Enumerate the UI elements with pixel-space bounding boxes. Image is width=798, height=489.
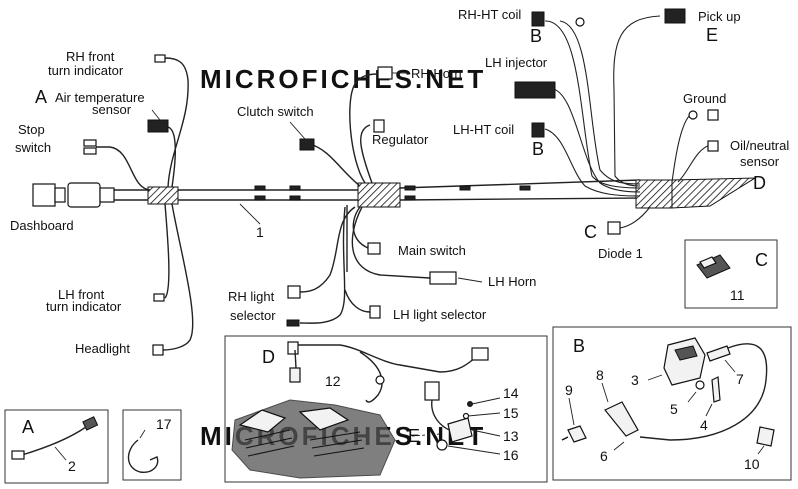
watermark-top: MICROFICHES.NET — [200, 64, 486, 94]
inset-c-part-11: 11 — [730, 287, 745, 303]
label-stop-2: switch — [15, 140, 51, 155]
diode-1-connector — [607, 221, 621, 235]
harness-labels: RH front turn indicator A Air temperatur… — [10, 7, 789, 356]
pick-up-connector — [664, 8, 686, 24]
label-rh-front-turn-1: RH front — [66, 49, 115, 64]
inset-b-part-10: 10 — [744, 456, 760, 472]
inset-b: B 3 7 8 9 5 4 6 10 — [552, 326, 792, 481]
label-rh-ht-coil: RH-HT coil — [458, 7, 521, 22]
inset-d-letter-e: E — [408, 426, 420, 446]
inset-d-part-12: 12 — [325, 373, 341, 389]
dashboard-connector — [32, 183, 56, 207]
letter-c-main: C — [584, 222, 597, 242]
label-dashboard: Dashboard — [10, 218, 74, 233]
label-main-switch: Main switch — [398, 243, 466, 258]
inset-d: D 12 E 14 15 — [224, 335, 548, 483]
inset-d-part-14: 14 — [503, 385, 519, 401]
inset-c: C 11 — [684, 239, 778, 309]
label-stop-1: Stop — [18, 122, 45, 137]
inset-d-letter-d: D — [262, 347, 275, 367]
inset-17-part: 17 — [156, 416, 172, 432]
inset-b-part-4: 4 — [700, 417, 708, 433]
label-lh-light-selector: LH light selector — [393, 307, 487, 322]
inset-d-part-15: 15 — [503, 405, 519, 421]
label-rh-light-sel-2: selector — [230, 308, 276, 323]
label-pick-up: Pick up — [698, 9, 741, 24]
inset-c-letter: C — [755, 250, 768, 270]
label-rh-front-turn-2: turn indicator — [48, 63, 124, 78]
right-junction — [635, 179, 673, 209]
label-rh-horn: RH Horn — [411, 66, 462, 81]
letter-a: A — [35, 87, 47, 107]
label-air-temp-1: Air temperature — [55, 90, 145, 105]
label-lh-front-turn-1: LH front — [58, 287, 105, 302]
label-diode-1: Diode 1 — [598, 246, 643, 261]
label-oil-neutral-1: Oil/neutral — [730, 138, 789, 153]
inset-a-part-2: 2 — [68, 458, 76, 474]
inset-a: A 2 — [4, 409, 109, 484]
inset-17: 17 — [122, 409, 182, 481]
label-lh-front-turn-2: turn indicator — [46, 299, 122, 314]
inset-b-part-6: 6 — [600, 448, 608, 464]
label-part-1: 1 — [256, 224, 264, 240]
lh-injector-connector — [514, 81, 556, 99]
inset-a-letter: A — [22, 417, 34, 437]
letter-b-mid: B — [532, 139, 544, 159]
letter-b-top: B — [530, 26, 542, 46]
inset-b-part-3: 3 — [631, 372, 639, 388]
inset-b-letter: B — [573, 336, 585, 356]
left-junction — [147, 186, 179, 205]
inset-b-part-5: 5 — [670, 401, 678, 417]
label-oil-neutral-2: sensor — [740, 154, 780, 169]
letter-e-top: E — [706, 25, 718, 45]
inset-d-part-16: 16 — [503, 447, 519, 463]
main-harness — [32, 8, 757, 356]
inset-b-part-9: 9 — [565, 382, 573, 398]
inset-d-part-13: 13 — [503, 428, 519, 444]
label-rh-light-sel-1: RH light — [228, 289, 275, 304]
inset-b-part-7: 7 — [736, 371, 744, 387]
center-junction — [357, 182, 401, 208]
rh-ht-coil-connector — [531, 11, 545, 27]
label-lh-injector: LH injector — [485, 55, 548, 70]
label-ground: Ground — [683, 91, 726, 106]
label-clutch-switch: Clutch switch — [237, 104, 314, 119]
label-headlight: Headlight — [75, 341, 130, 356]
label-lh-ht-coil: LH-HT coil — [453, 122, 514, 137]
label-regulator: Regulator — [372, 132, 429, 147]
lh-ht-coil-connector — [531, 122, 545, 138]
letter-d-main: D — [753, 173, 766, 193]
inset-b-part-8: 8 — [596, 367, 604, 383]
label-lh-horn: LH Horn — [488, 274, 536, 289]
label-air-temp-2: sensor — [92, 102, 132, 117]
